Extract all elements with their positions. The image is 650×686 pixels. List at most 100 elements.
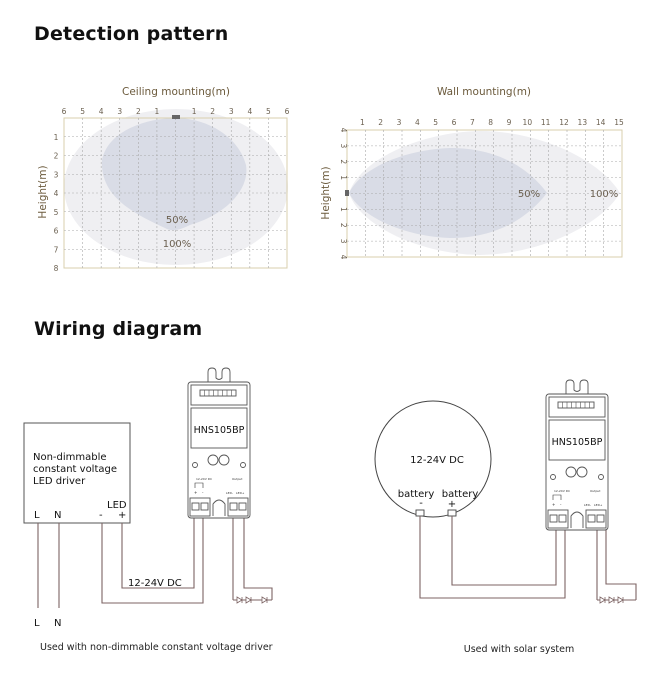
y-tick-label: 6: [54, 227, 59, 236]
output-pin-pos: LED+: [594, 503, 603, 507]
mounting-clip: [565, 379, 589, 394]
led-driver-box: [23, 422, 131, 524]
output-terminal-block: [585, 509, 607, 529]
wall-chart-title: Wall mounting(m): [437, 86, 531, 98]
led-icon: [617, 596, 624, 604]
x-tick-label: 10: [523, 118, 533, 127]
x-tick-label: 3: [117, 107, 122, 116]
x-tick-label: 2: [378, 118, 383, 127]
mains-N-label: N: [54, 618, 61, 629]
mains-wires: [37, 523, 60, 608]
y-tick-label: 3: [339, 143, 348, 148]
right-caption: Used with solar system: [464, 644, 574, 655]
x-tick-label: 5: [266, 107, 271, 116]
terminal-screw: [558, 514, 567, 523]
cable-slot: [212, 499, 226, 516]
label-panel: [190, 407, 248, 449]
y-tick-label: 8: [54, 264, 59, 273]
screw-hole-icon: [192, 462, 198, 468]
battery-neg-label: battery: [398, 489, 435, 500]
y-tick-label: 4: [339, 128, 348, 133]
x-tick-label: 3: [397, 118, 402, 127]
terminal-screw: [596, 514, 605, 523]
input-terminal-block: [189, 497, 211, 517]
label-panel: [548, 419, 606, 461]
x-tick-label: 13: [578, 118, 588, 127]
led-output-wires: [232, 518, 273, 601]
x-tick-label: 5: [433, 118, 438, 127]
screw-hole-icon: [240, 462, 246, 468]
y-tick-label: 3: [339, 239, 348, 244]
x-tick-label: 6: [285, 107, 290, 116]
x-tick-label: 4: [247, 107, 252, 116]
sensor-marker: [172, 115, 180, 119]
led-string: [236, 596, 268, 604]
x-tick-label: 15: [614, 118, 624, 127]
zone-100-label: 100%: [590, 189, 619, 200]
y-tick-label: 7: [54, 245, 59, 254]
x-tick-label: 4: [99, 107, 104, 116]
screw-hole-icon: [550, 474, 556, 480]
y-tick-label: 4: [54, 189, 59, 198]
y-tick-label: 5: [54, 208, 59, 217]
led-string: [599, 596, 624, 604]
wall-y-axis-label: Height(m): [320, 166, 332, 219]
driver-L-label: L: [34, 510, 40, 521]
wiring-diagram-driver: Non-dimmable constant voltage LED driver…: [23, 367, 273, 653]
y-tick-label: 1: [339, 207, 348, 212]
led-icon: [245, 596, 252, 604]
x-tick-label: 8: [488, 118, 493, 127]
battery-plus-sign: +: [448, 499, 456, 510]
x-tick-label: 5: [80, 107, 85, 116]
driver-text-1: Non-dimmable: [33, 452, 107, 463]
x-tick-label: 4: [415, 118, 420, 127]
sensor-lens-icon: [207, 454, 219, 466]
screw-hole-icon: [598, 474, 604, 480]
x-tick-label: 2: [210, 107, 215, 116]
solar-controller-circle: [374, 400, 492, 518]
sensor-marker: [345, 190, 349, 196]
output-pin-neg: LED-: [584, 503, 591, 507]
x-tick-label: 2: [136, 107, 141, 116]
driver-text-2: constant voltage: [33, 464, 117, 475]
wiring-diagram-heading: Wiring diagram: [34, 318, 203, 340]
y-tick-label: 2: [339, 159, 348, 164]
detection-pattern-heading: Detection pattern: [34, 23, 229, 45]
x-tick-label: 14: [596, 118, 606, 127]
positive-wire: [121, 518, 195, 589]
output-label: Output: [232, 477, 243, 481]
y-tick-label: 1: [54, 133, 59, 142]
mains-L-label: L: [34, 618, 40, 629]
input-pin-minus: -: [202, 490, 204, 495]
driver-text-3: LED driver: [33, 476, 86, 487]
input-pin-minus: -: [560, 502, 562, 507]
terminal-screw: [191, 502, 200, 511]
positive-wire: [451, 515, 557, 586]
led-icon: [599, 596, 606, 604]
input-terminal-block: [547, 509, 569, 529]
driver-N-label: N: [54, 510, 61, 521]
sensor-lens-icon: [576, 466, 588, 478]
x-tick-label: 1: [360, 118, 365, 127]
x-tick-label: 9: [507, 118, 512, 127]
zone-50-shape: [349, 148, 547, 238]
output-pin-pos: LED+: [236, 491, 245, 495]
driver-plus-label: +: [118, 510, 126, 521]
zone-100-label: 100%: [163, 239, 192, 250]
input-jumper-icon: [194, 482, 204, 488]
x-tick-label: 11: [541, 118, 551, 127]
left-caption: Used with non-dimmable constant voltage …: [40, 642, 273, 653]
input-label: 12-24V DC: [196, 477, 212, 481]
zone-50-label: 50%: [166, 215, 188, 226]
terminal-screw: [229, 502, 238, 511]
sensor-lens-icon: [565, 466, 577, 478]
battery-pos-label: battery: [442, 489, 479, 500]
battery-minus-sign: -: [419, 498, 423, 509]
solar-voltage-label: 12-24V DC: [410, 455, 464, 466]
x-tick-label: 6: [62, 107, 67, 116]
output-pin-neg: LED-: [226, 491, 233, 495]
